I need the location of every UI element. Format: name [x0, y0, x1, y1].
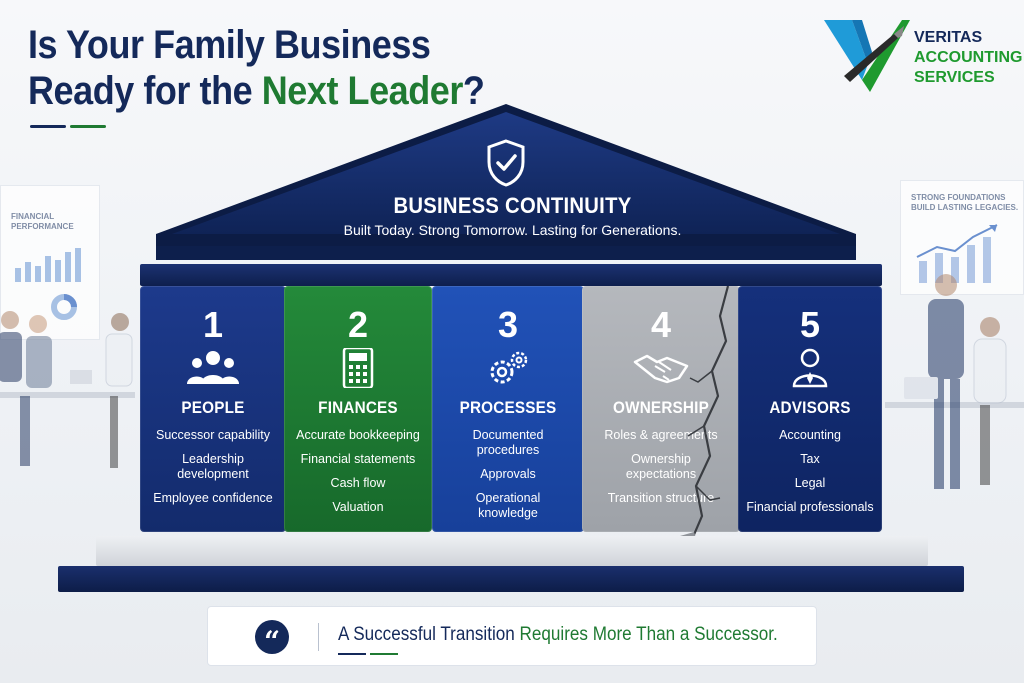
roof-title: BUSINESS CONTINUITY	[393, 193, 632, 218]
underline-bar-navy	[30, 125, 66, 128]
veritas-logo: VERITAS ACCOUNTING SERVICES	[822, 16, 1022, 96]
pillar-number: 4	[650, 304, 672, 345]
headline-line-1: Is Your Family Business	[28, 23, 431, 67]
headline-prefix: Ready for the	[28, 69, 262, 113]
pillar-item: Ownership expectations	[625, 452, 697, 481]
entablature-beam	[140, 264, 882, 286]
pillar-advisors: 5 ADVISORS Accounting Tax Legal Financia…	[738, 286, 882, 532]
pillar-items: Accounting Tax Legal Financial professio…	[744, 428, 876, 524]
quote-part-2: Requires More Than a Successor.	[519, 624, 778, 645]
pillar-item: Successor capability	[156, 428, 270, 442]
foundation-base	[58, 566, 964, 592]
headline-accent: Next Leader	[261, 69, 464, 113]
pillar-title: FINANCES	[318, 398, 398, 417]
background-desk-left	[0, 392, 135, 398]
pillar-item: Leadership development	[177, 452, 249, 481]
pillar-item: Approvals	[480, 467, 536, 481]
underline-bar-green	[70, 125, 106, 128]
board-left-text: FINANCIAL PERFORMANCE	[11, 212, 74, 232]
quote-bar-navy	[338, 653, 366, 655]
growth-chart-decoration-icon	[916, 224, 998, 283]
quote-divider	[318, 623, 319, 651]
pillar-number: 1	[202, 304, 224, 345]
crack-icon	[680, 286, 730, 565]
quote-text: A Successful Transition Requires More Th…	[338, 624, 778, 646]
pillar-number: 5	[799, 304, 821, 345]
quote-bar-green	[370, 653, 398, 655]
pillar-item: Accounting	[779, 428, 841, 442]
pillar-item: Legal	[794, 476, 826, 490]
pillar-title: PEOPLE	[181, 398, 245, 417]
board-left-line-1: FINANCIAL	[11, 212, 55, 221]
board-right-line-2: BUILD LASTING LEGACIES.	[911, 203, 1019, 212]
quote-part-1: A Successful Transition	[338, 624, 520, 645]
roof-subtitle: Built Today. Strong Tomorrow. Lasting fo…	[343, 222, 682, 238]
meeting-people-illustration-icon	[0, 311, 133, 468]
headline-underline	[30, 125, 106, 128]
shield-check-icon	[487, 139, 525, 187]
gears-icon	[490, 351, 528, 384]
headline: Is Your Family Business Ready for the Ne…	[28, 22, 496, 114]
logo-line-1: VERITAS	[914, 29, 983, 46]
pillar-ownership: 4 OWNERSHIP Roles & agreements Ownership…	[582, 286, 740, 532]
advisor-icon	[792, 348, 828, 388]
pillar-items: Roles & agreements Ownership expectation…	[588, 428, 734, 515]
pillar-item: Employee confidence	[153, 491, 273, 505]
pillar-item: Documented procedures	[472, 428, 544, 457]
logo-text: VERITAS ACCOUNTING SERVICES	[914, 28, 1022, 88]
bar-chart-decoration-icon	[15, 248, 81, 282]
pillar-people: 1 PEOPLE Successor capability Leadership…	[140, 286, 286, 532]
pillar-item: Cash flow	[330, 476, 386, 490]
v-check-logo-icon	[824, 20, 910, 92]
pillar-number: 2	[347, 304, 369, 345]
pillar-item: Financial statements	[300, 452, 416, 466]
headline-suffix: ?	[462, 69, 485, 113]
quote-banner: “ A Successful Transition Requires More …	[207, 606, 817, 666]
logo-line-3: SERVICES	[914, 69, 995, 86]
pie-chart-decoration-icon	[51, 294, 77, 320]
headline-line-2: Ready for the Next Leader?	[28, 68, 496, 114]
pillar-item: Valuation	[332, 500, 384, 514]
pillar-finances: 2 FINANCES Accurate bookkeeping Financia…	[284, 286, 432, 532]
pillar-items: Documented procedures Approvals Operatio…	[438, 428, 578, 530]
pillar-title: PROCESSES	[459, 398, 557, 417]
pillar-title: ADVISORS	[769, 398, 851, 417]
pillar-items: Accurate bookkeeping Financial statement…	[290, 428, 426, 524]
foundation-step	[96, 536, 928, 566]
pillar-item: Tax	[800, 452, 820, 466]
pillar-number: 3	[497, 304, 519, 345]
pillar-processes: 3 PROCESSES Documented procedures Approv…	[432, 286, 584, 532]
calculator-icon	[342, 348, 374, 388]
pillar-item: Transition structure	[607, 491, 715, 505]
people-icon	[187, 351, 239, 384]
board-right-text: STRONG FOUNDATIONS BUILD LASTING LEGACIE…	[911, 193, 1018, 213]
quote-mark-icon: “	[255, 620, 289, 658]
pillar-item: Roles & agreements	[604, 428, 718, 442]
board-left-line-2: PERFORMANCE	[11, 222, 74, 231]
office-people-illustration-icon	[904, 274, 1007, 489]
board-right-line-1: STRONG FOUNDATIONS	[911, 193, 1006, 202]
pillar-items: Successor capability Leadership developm…	[146, 428, 280, 515]
background-board-left: FINANCIAL PERFORMANCE	[0, 185, 100, 340]
roof-pediment	[156, 104, 856, 260]
pillar-item: Financial professionals	[746, 500, 874, 514]
quote-underline	[338, 653, 398, 655]
pillar-item: Accurate bookkeeping	[296, 428, 420, 442]
logo-line-2: ACCOUNTING	[914, 49, 1023, 66]
pillar-title: OWNERSHIP	[613, 398, 709, 417]
background-board-right: STRONG FOUNDATIONS BUILD LASTING LEGACIE…	[900, 180, 1024, 295]
handshake-icon	[633, 354, 689, 384]
pillar-item: Operational knowledge	[475, 491, 541, 520]
